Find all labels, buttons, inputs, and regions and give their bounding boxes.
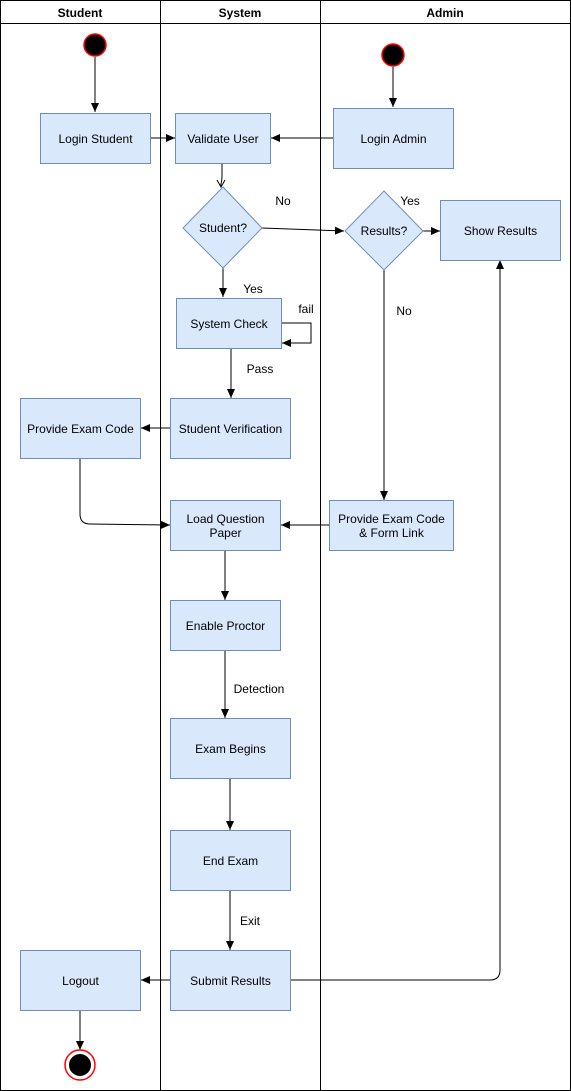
node-validate-user: Validate User (175, 113, 271, 164)
node-system-check: System Check (176, 298, 282, 349)
node-login-admin-label: Login Admin (360, 132, 426, 146)
node-validate-user-label: Validate User (187, 132, 258, 146)
node-login-student: Login Student (40, 113, 151, 164)
end-node (64, 1049, 96, 1081)
node-provide-exam-code: Provide Exam Code (20, 398, 141, 459)
decision-results: Results? (344, 190, 424, 271)
edge-labels: No Yes Yes fail Pass No Detection Exit (234, 194, 420, 928)
node-enable-proctor-label: Enable Proctor (186, 619, 265, 633)
start-node-admin (381, 43, 405, 67)
edge-validate-to-student-decision (216, 163, 226, 189)
edge-system-check-fail-loop (282, 322, 312, 347)
edge-label-exit: Exit (240, 914, 261, 928)
node-system-check-label: System Check (190, 317, 268, 331)
node-provide-exam-code-form: Provide Exam Code & Form Link (329, 500, 454, 551)
node-login-admin: Login Admin (333, 108, 454, 169)
lane-title-admin: Admin (426, 6, 463, 20)
edge-label-check-fail: fail (298, 302, 313, 316)
lane-title-student: Student (58, 6, 103, 20)
node-provide-exam-code-form-label-line1: Provide Exam Code (338, 512, 445, 526)
edge-student-decision-no-to-results (261, 226, 345, 235)
node-show-results-label: Show Results (464, 224, 537, 238)
decision-results-label: Results? (361, 224, 408, 238)
edge-submit-to-show-results (290, 260, 504, 981)
node-login-student-label: Login Student (58, 132, 133, 146)
decision-student: Student? (182, 186, 263, 269)
node-load-question-paper-label-line1: Load Question (186, 512, 264, 526)
node-exam-begins: Exam Begins (170, 718, 291, 779)
node-enable-proctor: Enable Proctor (170, 600, 281, 651)
node-load-question-paper: Load Question Paper (170, 500, 281, 551)
node-end-exam: End Exam (170, 830, 291, 891)
terminal-nodes (64, 33, 405, 1081)
node-logout: Logout (20, 950, 141, 1011)
edge-label-student-no: No (275, 194, 291, 208)
node-student-verification-label: Student Verification (179, 422, 282, 436)
node-submit-results-label: Submit Results (190, 974, 271, 988)
edge-label-results-no: No (396, 304, 412, 318)
node-exam-begins-label: Exam Begins (195, 742, 266, 756)
edges (76, 57, 504, 1050)
edge-label-check-pass: Pass (247, 362, 274, 376)
decision-student-label: Student? (199, 221, 247, 235)
node-student-verification: Student Verification (170, 398, 291, 459)
node-end-exam-label: End Exam (203, 854, 258, 868)
edge-label-detection: Detection (234, 682, 285, 696)
node-provide-exam-code-label: Provide Exam Code (27, 422, 134, 436)
node-submit-results: Submit Results (170, 950, 291, 1011)
node-load-question-paper-label-line2: Paper (209, 526, 241, 540)
node-show-results: Show Results (440, 200, 561, 261)
edge-label-results-yes: Yes (400, 194, 420, 208)
node-provide-exam-code-form-label-line2: & Form Link (359, 526, 425, 540)
start-node-student (83, 33, 107, 57)
node-logout-label: Logout (62, 974, 99, 988)
edge-exam-code-to-load-paper (79, 458, 171, 529)
edge-label-student-yes: Yes (243, 282, 263, 296)
lane-title-system: System (219, 6, 262, 20)
